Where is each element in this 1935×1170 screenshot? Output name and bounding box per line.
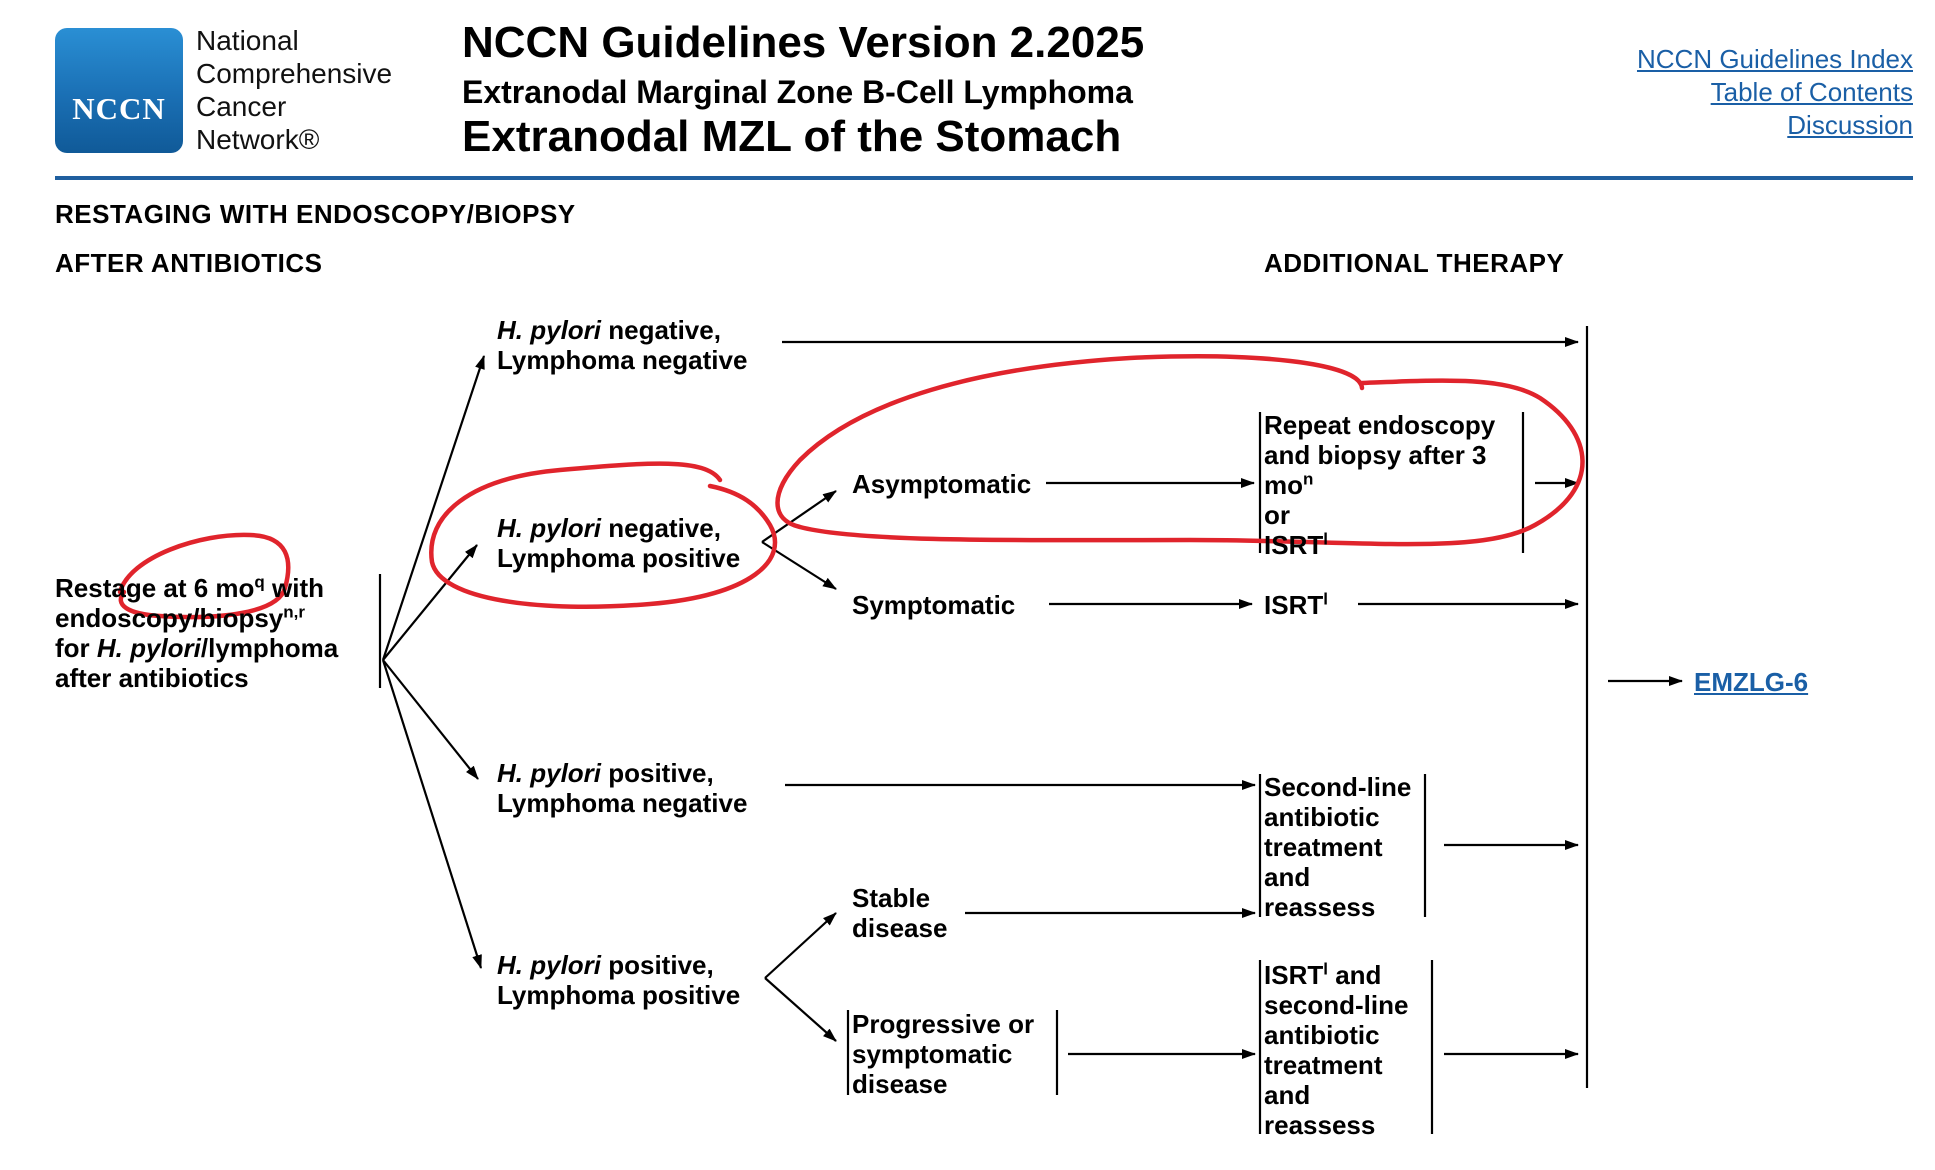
node-hp-neg-lymphoma-pos: H. pylori negative, Lymphoma positive — [497, 513, 741, 573]
node-hp-pos-lymphoma-pos: H. pylori positive, Lymphoma positive — [497, 950, 741, 1010]
node-asymptomatic: Asymptomatic — [852, 469, 1032, 499]
annotation-circle-6mo — [117, 532, 291, 620]
node-stable-disease: Stable disease — [852, 883, 948, 943]
annotation-circle-hp-neg-ly-pos — [429, 461, 778, 609]
node-hp-pos-lymphoma-neg: H. pylori positive, Lymphoma negative — [497, 758, 748, 818]
emzlg-6-link[interactable]: EMZLG-6 — [1694, 667, 1809, 697]
table-of-contents-link[interactable]: Table of Contents — [1710, 77, 1913, 107]
annotation-circle-asymptomatic — [775, 354, 1585, 547]
section-heading-restaging: RESTAGING WITH ENDOSCOPY/BIOPSY — [55, 199, 576, 229]
nccn-logo-text: NCCN — [72, 91, 166, 126]
node-repeat-endoscopy: Repeat endoscopy and biopsy after 3 mon … — [1264, 410, 1496, 560]
node-hp-neg-lymphoma-neg: H. pylori negative, Lymphoma negative — [497, 315, 748, 375]
org-name-line-4: Network® — [196, 124, 320, 155]
header-divider — [55, 176, 1913, 180]
discussion-link[interactable]: Discussion — [1787, 110, 1913, 140]
node-isrt-and-second-line: ISRTl and second-line antibiotic treatme… — [1264, 959, 1409, 1140]
org-name-line-1: National — [196, 25, 299, 56]
node-second-line-antibiotic: Second-line antibiotic treatment and rea… — [1264, 772, 1412, 922]
org-name-line-3: Cancer — [196, 91, 287, 122]
guidelines-index-link[interactable]: NCCN Guidelines Index — [1636, 44, 1913, 74]
guideline-title: NCCN Guidelines Version 2.2025 — [462, 18, 1145, 67]
nccn-logo — [55, 28, 183, 153]
section-heading-after-antibiotics: AFTER ANTIBIOTICS — [55, 248, 323, 278]
org-name-line-2: Comprehensive — [196, 58, 393, 89]
node-symptomatic: Symptomatic — [852, 590, 1016, 620]
section-heading-additional-therapy: ADDITIONAL THERAPY — [1264, 248, 1565, 278]
guideline-section-title: Extranodal MZL of the Stomach — [462, 112, 1122, 161]
node-isrt: ISRTl — [1264, 589, 1328, 620]
node-progressive-disease: Progressive or symptomatic disease — [852, 1009, 1035, 1099]
guideline-subtitle: Extranodal Marginal Zone B-Cell Lymphoma — [462, 74, 1133, 110]
start-restage-node: Restage at 6 moq with endoscopy/biopsyn,… — [55, 572, 339, 693]
